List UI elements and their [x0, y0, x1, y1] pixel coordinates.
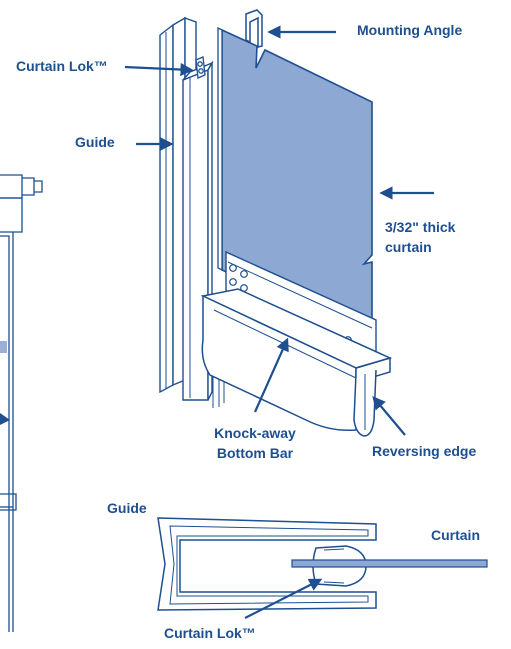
guide-label-bottom: Guide: [107, 500, 147, 516]
mounting-angle-label: Mounting Angle: [357, 22, 463, 38]
mounting-angle: [245, 9, 263, 48]
curtain-lok-top: [195, 56, 206, 79]
curtain-lok-label-top: Curtain Lok™: [16, 58, 108, 74]
knock-away-label-line1: Knock-away: [214, 425, 296, 441]
left-view-arrow-tip: [0, 413, 10, 425]
leader-arrows: [124, 25, 434, 619]
curtain-thickness-label-line2: curtain: [385, 239, 432, 255]
curtain-thickness-label-line1: 3/32" thick: [385, 219, 456, 235]
curtain-panel: [217, 26, 373, 342]
curtain-cross-section: [291, 559, 488, 568]
curtain-label: Curtain: [431, 527, 480, 543]
guide-cross-section: [157, 517, 377, 611]
guide-label-top: Guide: [75, 134, 115, 150]
curtain-lok-label-bottom: Curtain Lok™: [164, 625, 256, 641]
reversing-edge: [353, 369, 377, 437]
left-view-highlight: [0, 341, 7, 353]
bottom-bar-bolts: [229, 264, 352, 344]
reversing-edge-label: Reversing edge: [372, 443, 477, 459]
knock-away-label-line2: Bottom Bar: [216, 445, 294, 461]
left-side-view: [0, 174, 43, 632]
